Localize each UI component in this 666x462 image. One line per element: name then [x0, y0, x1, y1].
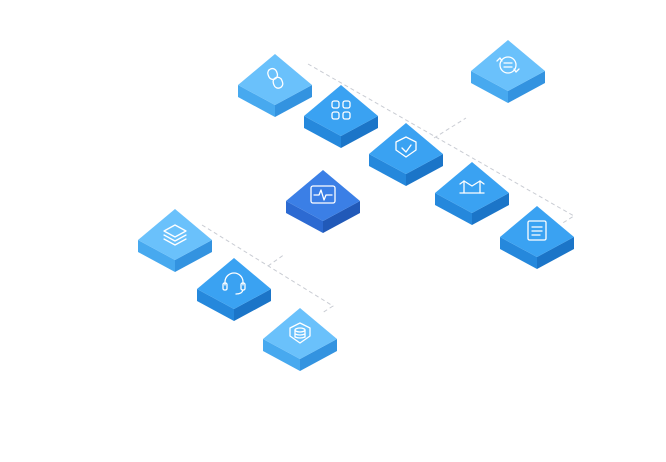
- document-tile[interactable]: [500, 206, 574, 269]
- layers-icon: [163, 224, 187, 246]
- layers-tile[interactable]: [138, 209, 212, 272]
- grid-icon: [331, 100, 351, 120]
- waveform-icon: [310, 185, 336, 204]
- link-tile[interactable]: [238, 54, 312, 117]
- document-icon: [527, 220, 547, 241]
- connector-upper-branch: [433, 117, 467, 139]
- connector-lines: [201, 63, 575, 314]
- headset-tile[interactable]: [197, 258, 271, 321]
- connector-upper-main: [307, 63, 575, 225]
- database-shield-icon: [289, 322, 311, 344]
- refresh-tile[interactable]: [471, 40, 545, 103]
- refresh-icon: [496, 56, 520, 74]
- grid-tile[interactable]: [304, 85, 378, 148]
- bridge-tile[interactable]: [435, 162, 509, 225]
- shield-check-icon: [395, 136, 417, 158]
- link-icon: [267, 67, 284, 89]
- bridge-icon: [459, 180, 485, 194]
- connector-lower-branch: [267, 253, 286, 267]
- database-shield-tile[interactable]: [263, 308, 337, 371]
- waveform-tile[interactable]: [286, 170, 360, 233]
- connector-lower-main: [201, 224, 334, 314]
- shield-tile[interactable]: [369, 123, 443, 186]
- headset-icon: [222, 272, 246, 295]
